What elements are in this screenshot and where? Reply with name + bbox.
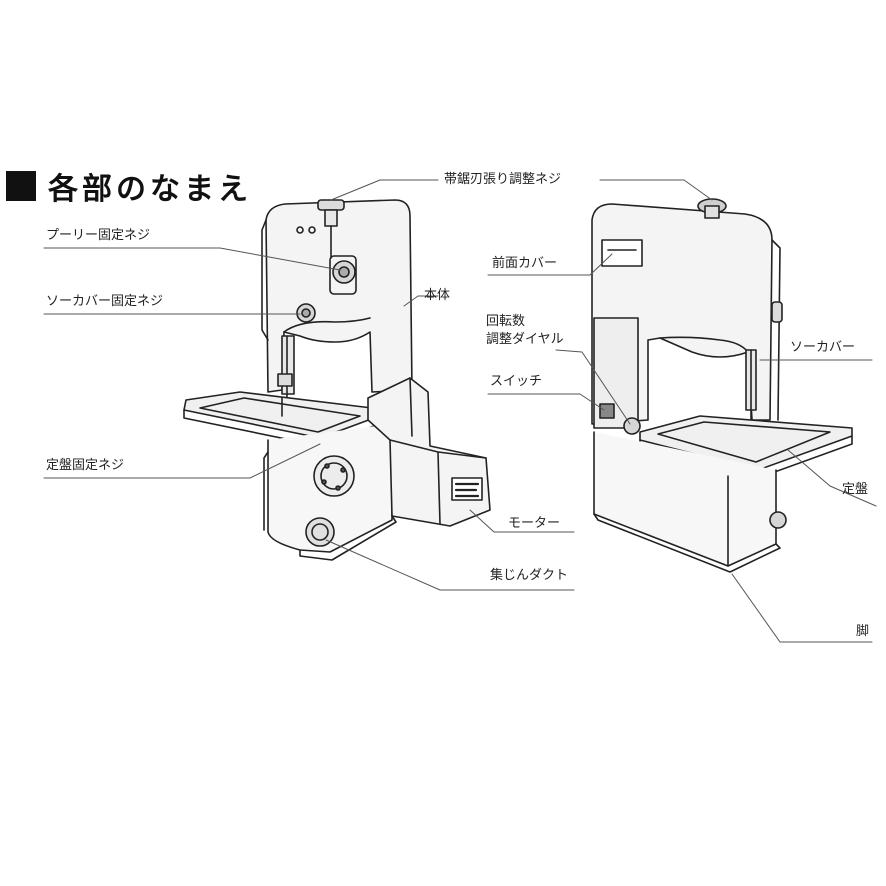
section-heading: 各部のなまえ [6, 166, 252, 207]
label-dust-duct: 集じんダクト [490, 568, 569, 583]
right-bandsaw-drawing [591, 198, 853, 573]
left-bandsaw-drawing [183, 199, 491, 561]
label-table: 定盤 [842, 482, 869, 497]
label-pulley-screw: プーリー固定ネジ [46, 228, 151, 243]
label-saw-cover-screw: ソーカバー固定ネジ [46, 294, 164, 309]
leader-lines [43, 179, 877, 643]
label-table-screw: 定盤固定ネジ [46, 458, 125, 473]
label-speed-dial-line1: 回転数 [486, 314, 526, 329]
label-body: 本体 [424, 288, 451, 303]
label-switch: スイッチ [490, 374, 543, 389]
label-motor: モーター [508, 516, 561, 531]
label-leg: 脚 [856, 624, 870, 639]
page-title: 各部のなまえ [48, 172, 252, 207]
label-saw-cover: ソーカバー [790, 340, 856, 355]
label-speed-dial-line2: 調整ダイヤル [486, 332, 564, 347]
label-front-cover: 前面カバー [492, 256, 558, 271]
heading-square-icon [6, 171, 36, 201]
label-blade-tension-knob: 帯鋸刃張り調整ネジ [444, 172, 562, 187]
